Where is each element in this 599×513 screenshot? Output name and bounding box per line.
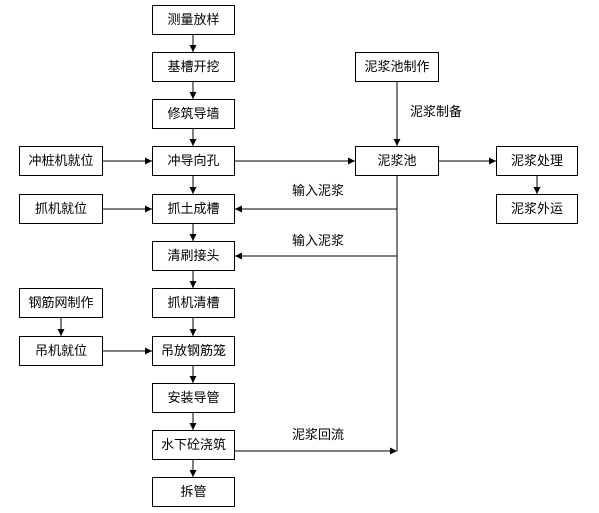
node-underwater-concrete: 水下砼浇筑 (152, 430, 235, 460)
node-remove-tremie: 拆管 (152, 477, 235, 507)
label-slurry-preparation: 泥浆制备 (410, 105, 463, 120)
label-slurry-return: 泥浆回流 (292, 428, 345, 443)
node-slurry-tank: 泥浆池 (355, 146, 439, 176)
node-slurry-tank-making: 泥浆池制作 (355, 52, 439, 82)
node-steel-mesh-fabrication: 钢筋网制作 (19, 288, 103, 318)
label-slurry-input-1: 输入泥浆 (292, 184, 345, 199)
node-slurry-treatment: 泥浆处理 (496, 146, 578, 176)
node-lower-cage: 吊放钢筋笼 (152, 336, 235, 366)
node-grab-clean: 抓机清槽 (152, 288, 235, 318)
node-crane-ready: 吊机就位 (19, 336, 103, 366)
node-clean-joint: 清刷接头 (152, 241, 235, 271)
node-piling-machine-ready: 冲桩机就位 (19, 146, 103, 176)
node-grab-ready: 抓机就位 (19, 194, 103, 224)
node-guide-hole: 冲导向孔 (152, 146, 235, 176)
node-slurry-haulage: 泥浆外运 (496, 194, 578, 224)
node-grab-trench: 抓土成槽 (152, 194, 235, 224)
node-guide-wall: 修筑导墙 (152, 99, 235, 129)
label-slurry-input-2: 输入泥浆 (292, 234, 345, 249)
node-survey-layout: 测量放样 (152, 5, 235, 35)
node-trench-excavation: 基槽开挖 (152, 52, 235, 82)
node-install-tremie: 安装导管 (152, 383, 235, 413)
